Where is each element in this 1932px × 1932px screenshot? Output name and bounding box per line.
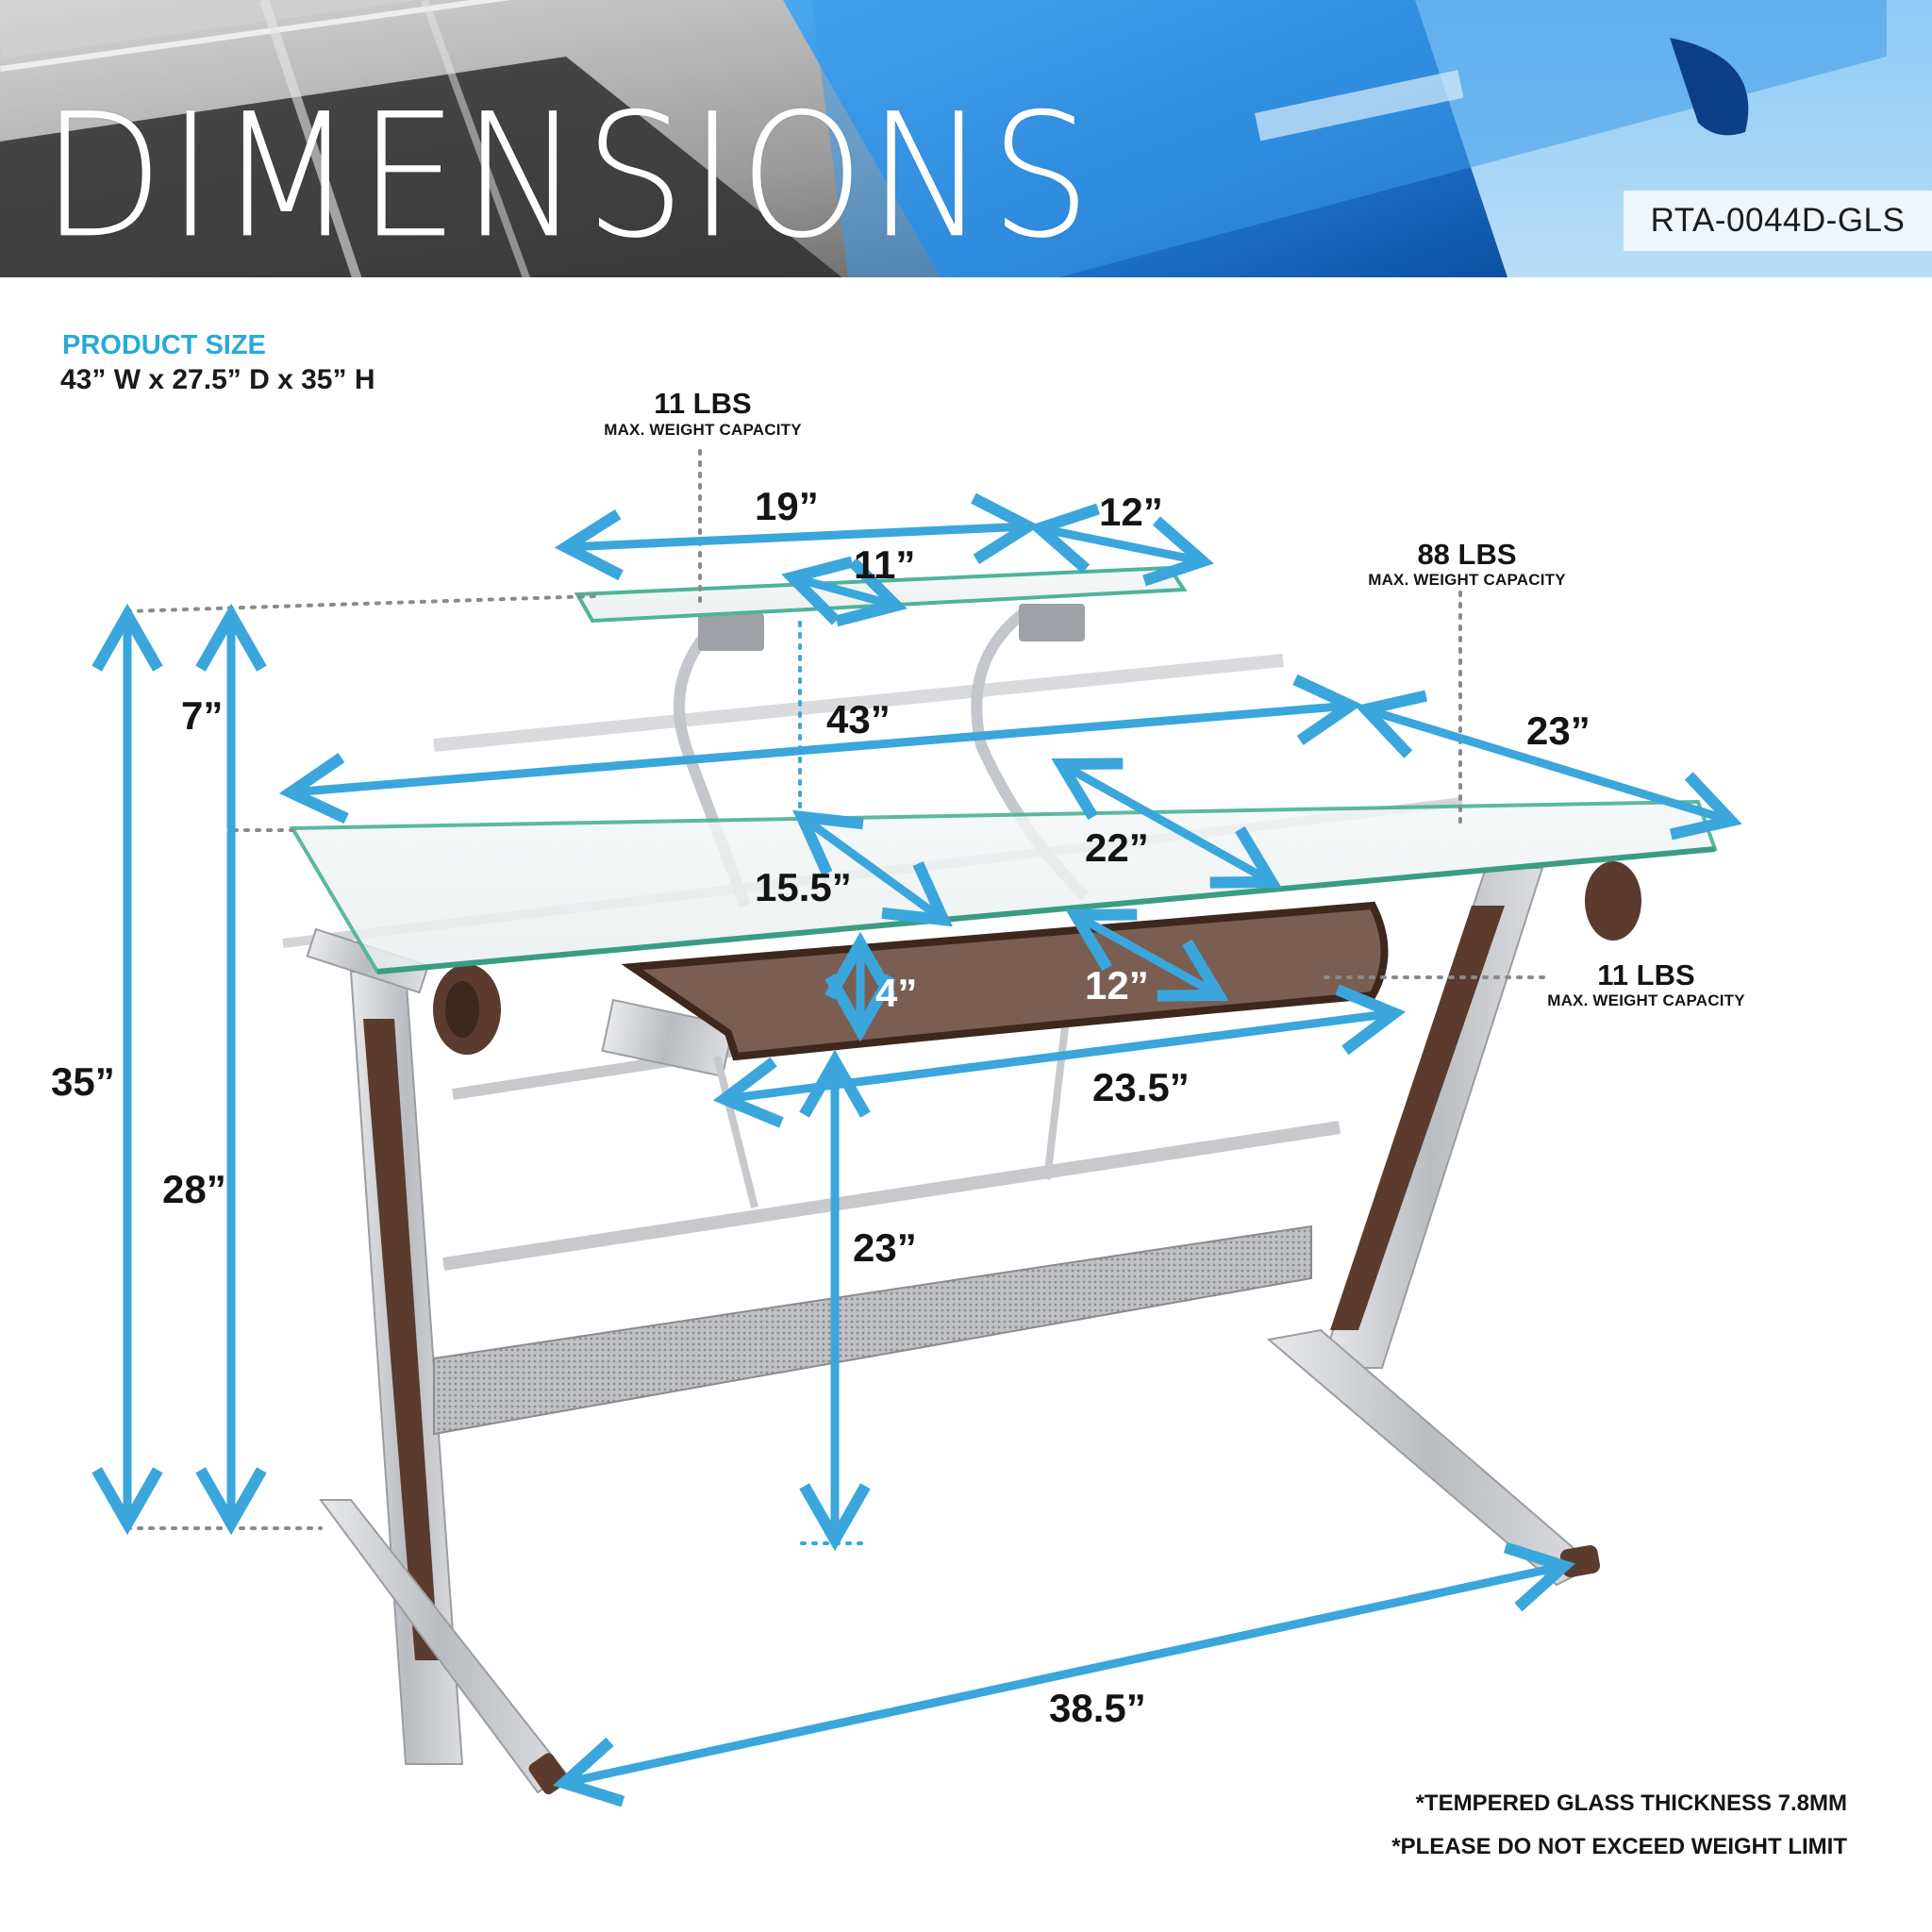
product-size-value: 43” W x 27.5” D x 35” H bbox=[60, 364, 375, 395]
product-size-heading: PRODUCT SIZE bbox=[62, 330, 266, 360]
note-glass-thickness: *TEMPERED GLASS THICKNESS 7.8MM bbox=[1415, 1790, 1847, 1816]
shelf-capacity-caption: MAX. WEIGHT CAPACITY bbox=[604, 421, 802, 439]
page-title: DIMENSIONS bbox=[42, 75, 1095, 276]
dim-base-width: 38.5” bbox=[1049, 1686, 1146, 1730]
desk-dimension-diagram bbox=[92, 449, 1742, 1807]
dim-tray-width: 23.5” bbox=[1092, 1065, 1190, 1109]
dim-desk-height: 28” bbox=[162, 1167, 226, 1211]
header-banner: DIMENSIONS RTA-0044D-GLS bbox=[0, 0, 1932, 283]
dim-shelf-height: 7” bbox=[181, 693, 224, 738]
dim-total-height: 35” bbox=[51, 1059, 115, 1104]
dim-desk-depth: 23” bbox=[1526, 708, 1591, 753]
desktop-capacity-caption: MAX. WEIGHT CAPACITY bbox=[1368, 571, 1566, 589]
note-weight-limit: *PLEASE DO NOT EXCEED WEIGHT LIMIT bbox=[1391, 1834, 1847, 1859]
dim-inner-depth: 22” bbox=[1085, 825, 1149, 870]
dim-tray-height: 23” bbox=[853, 1225, 917, 1270]
desktop-capacity-lbs: 88 LBS bbox=[1417, 538, 1517, 571]
dim-tray-depth: 12” bbox=[1085, 963, 1149, 1008]
shelf-capacity-lbs: 11 LBS bbox=[654, 387, 752, 420]
dim-desk-width: 43” bbox=[826, 697, 891, 741]
model-number-badge: RTA-0044D-GLS bbox=[1624, 191, 1932, 251]
dim-tray-clearance: 4” bbox=[875, 971, 918, 1015]
dim-shelf-depth: 12” bbox=[1099, 490, 1163, 534]
dim-shelf-width: 19” bbox=[755, 484, 819, 528]
dimension-arrows bbox=[92, 492, 1742, 1807]
dim-shelf-to-edge: 15.5” bbox=[755, 865, 852, 909]
tray-capacity-caption: MAX. WEIGHT CAPACITY bbox=[1547, 991, 1745, 1009]
tray-capacity-lbs: 11 LBS bbox=[1597, 958, 1695, 991]
dim-shelf-inner: 11” bbox=[854, 542, 916, 587]
